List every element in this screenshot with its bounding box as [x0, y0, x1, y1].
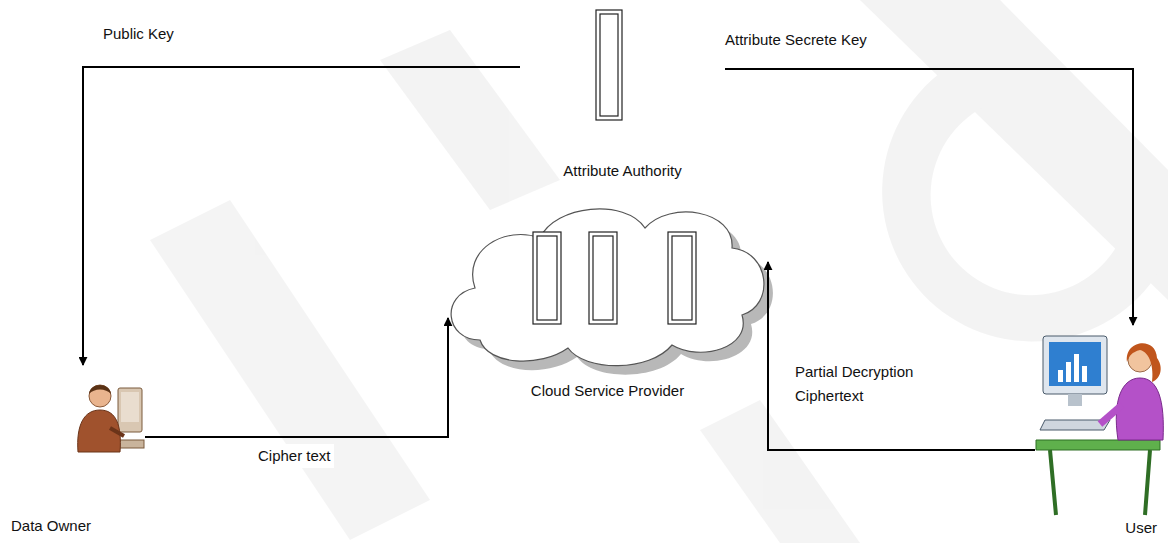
- authority-node: Attribute Authority: [520, 4, 725, 182]
- user-node: User: [1035, 325, 1163, 539]
- edge-label: Partial Decryption Ciphertext: [792, 360, 938, 408]
- node-label: Cloud Service Provider: [531, 382, 684, 400]
- edge-label: Public Key: [100, 22, 177, 46]
- server-icons: [533, 232, 696, 324]
- cloud-shape: [451, 209, 773, 375]
- data-owner-figure: [78, 385, 144, 452]
- edge-label: Cipher text: [255, 444, 334, 468]
- arrow-connector: [83, 67, 520, 365]
- edge-label: Attribute Secrete Key: [722, 28, 870, 52]
- arrow-connector: [768, 262, 1035, 450]
- node-label: Data Owner: [11, 517, 91, 535]
- cloud-node: Cloud Service Provider: [445, 190, 770, 402]
- arrow-connector: [145, 318, 448, 437]
- authority-server-icon: [596, 10, 622, 120]
- node-label: User: [1125, 519, 1157, 537]
- arrow-connector: [725, 69, 1133, 325]
- watermark: [150, 0, 1168, 543]
- node-label: Attribute Authority: [563, 162, 681, 180]
- user-figure: [1036, 336, 1163, 515]
- data-owner-node: Data Owner: [5, 365, 145, 537]
